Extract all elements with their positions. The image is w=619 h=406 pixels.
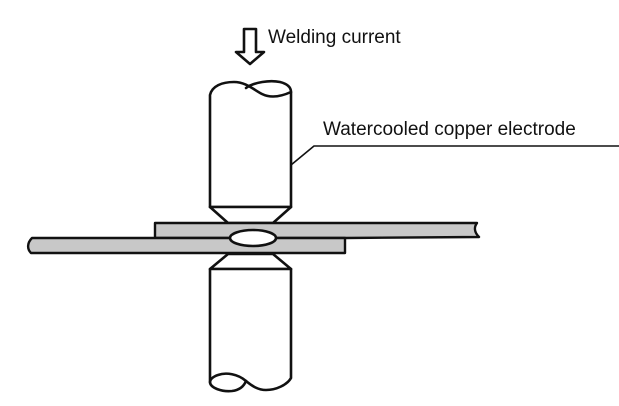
weld-nugget — [228, 228, 278, 248]
electrode-leader-line — [290, 145, 619, 166]
welding-current-arrow-icon — [234, 27, 266, 66]
electrode-label: Watercooled copper electrode — [323, 119, 576, 140]
welding-current-label: Welding current — [268, 27, 401, 48]
lower-sheet — [26, 236, 347, 255]
upper-electrode — [208, 79, 293, 225]
upper-sheet — [153, 221, 481, 240]
lower-electrode — [208, 252, 293, 393]
